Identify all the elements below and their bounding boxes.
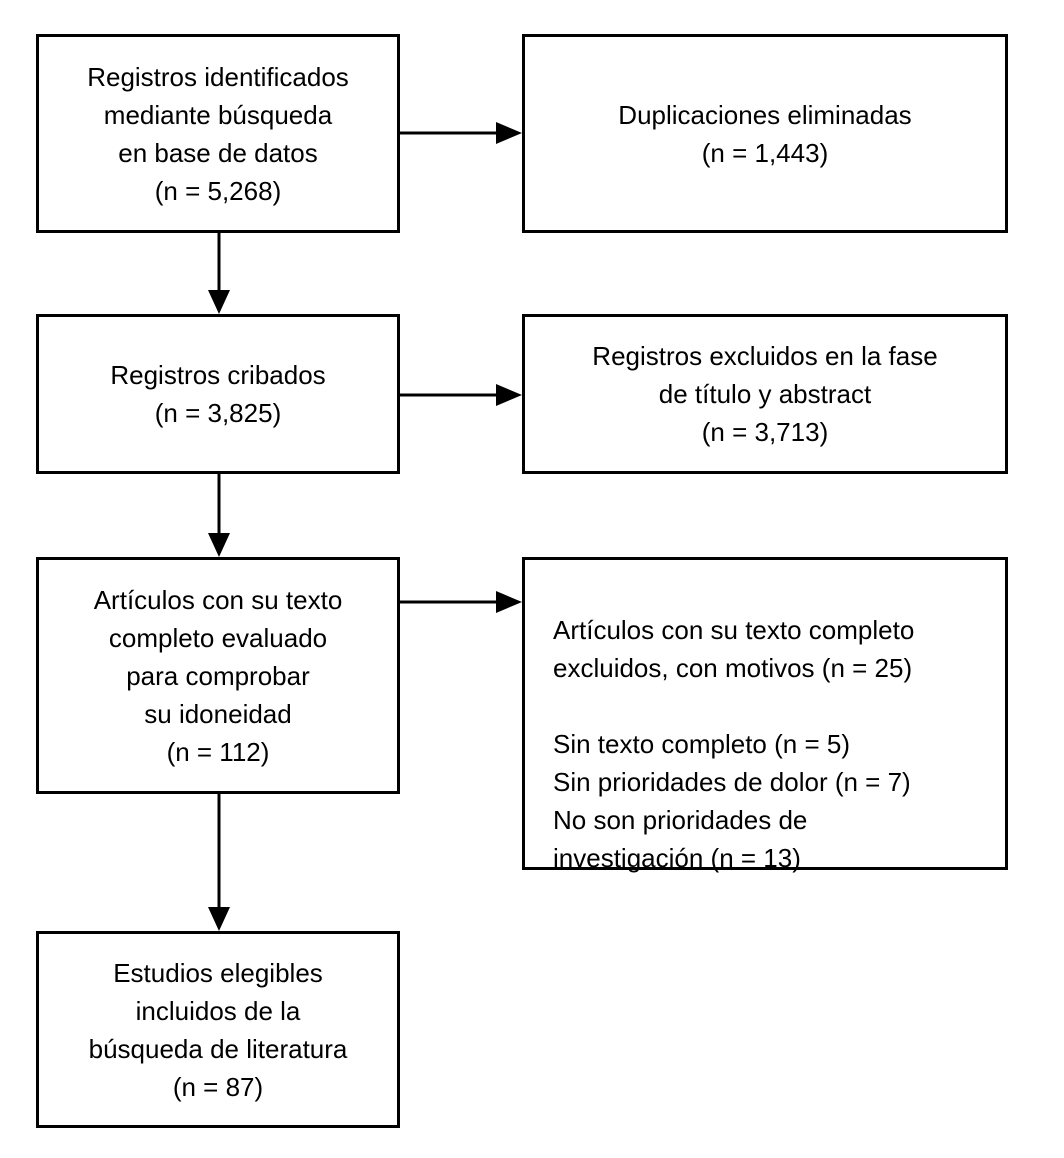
flow-box-fulltext-assessed: Artículos con su texto completo evaluado…: [36, 557, 400, 794]
arrow-identified-to-duplicates: [400, 122, 522, 144]
flow-box-studies-included-text: Estudios elegibles incluidos de la búsqu…: [88, 957, 348, 1102]
flow-box-studies-included: Estudios elegibles incluidos de la búsqu…: [36, 931, 400, 1128]
flow-box-fulltext-excluded-text: Artículos con su texto completo excluido…: [553, 615, 915, 873]
flow-box-fulltext-assessed-text: Artículos con su texto completo evaluado…: [93, 584, 343, 767]
flow-box-fulltext-excluded: Artículos con su texto completo excluido…: [522, 557, 1008, 873]
flow-box-records-screened-text: Registros cribados (n = 3,825): [110, 360, 326, 428]
flow-box-duplicates-removed: Duplicaciones eliminadas (n = 1,443): [522, 34, 1008, 233]
flow-box-excluded-title-abstract: Registros excluidos en la fase de título…: [522, 314, 1008, 474]
arrow-identified-to-screened: [208, 233, 230, 314]
flow-box-records-identified-text: Registros identificados mediante búsqued…: [87, 61, 349, 206]
flow-box-duplicates-removed-text: Duplicaciones eliminadas (n = 1,443): [618, 99, 912, 168]
arrow-screened-to-fulltext: [208, 474, 230, 557]
flow-box-records-screened: Registros cribados (n = 3,825): [36, 314, 400, 474]
flow-box-records-identified: Registros identificados mediante búsqued…: [36, 34, 400, 233]
arrow-fulltext-to-excluded: [400, 591, 522, 613]
arrow-fulltext-to-included: [208, 794, 230, 931]
arrow-screened-to-excluded: [400, 384, 522, 406]
flow-box-excluded-title-abstract-text: Registros excluidos en la fase de título…: [592, 341, 938, 447]
